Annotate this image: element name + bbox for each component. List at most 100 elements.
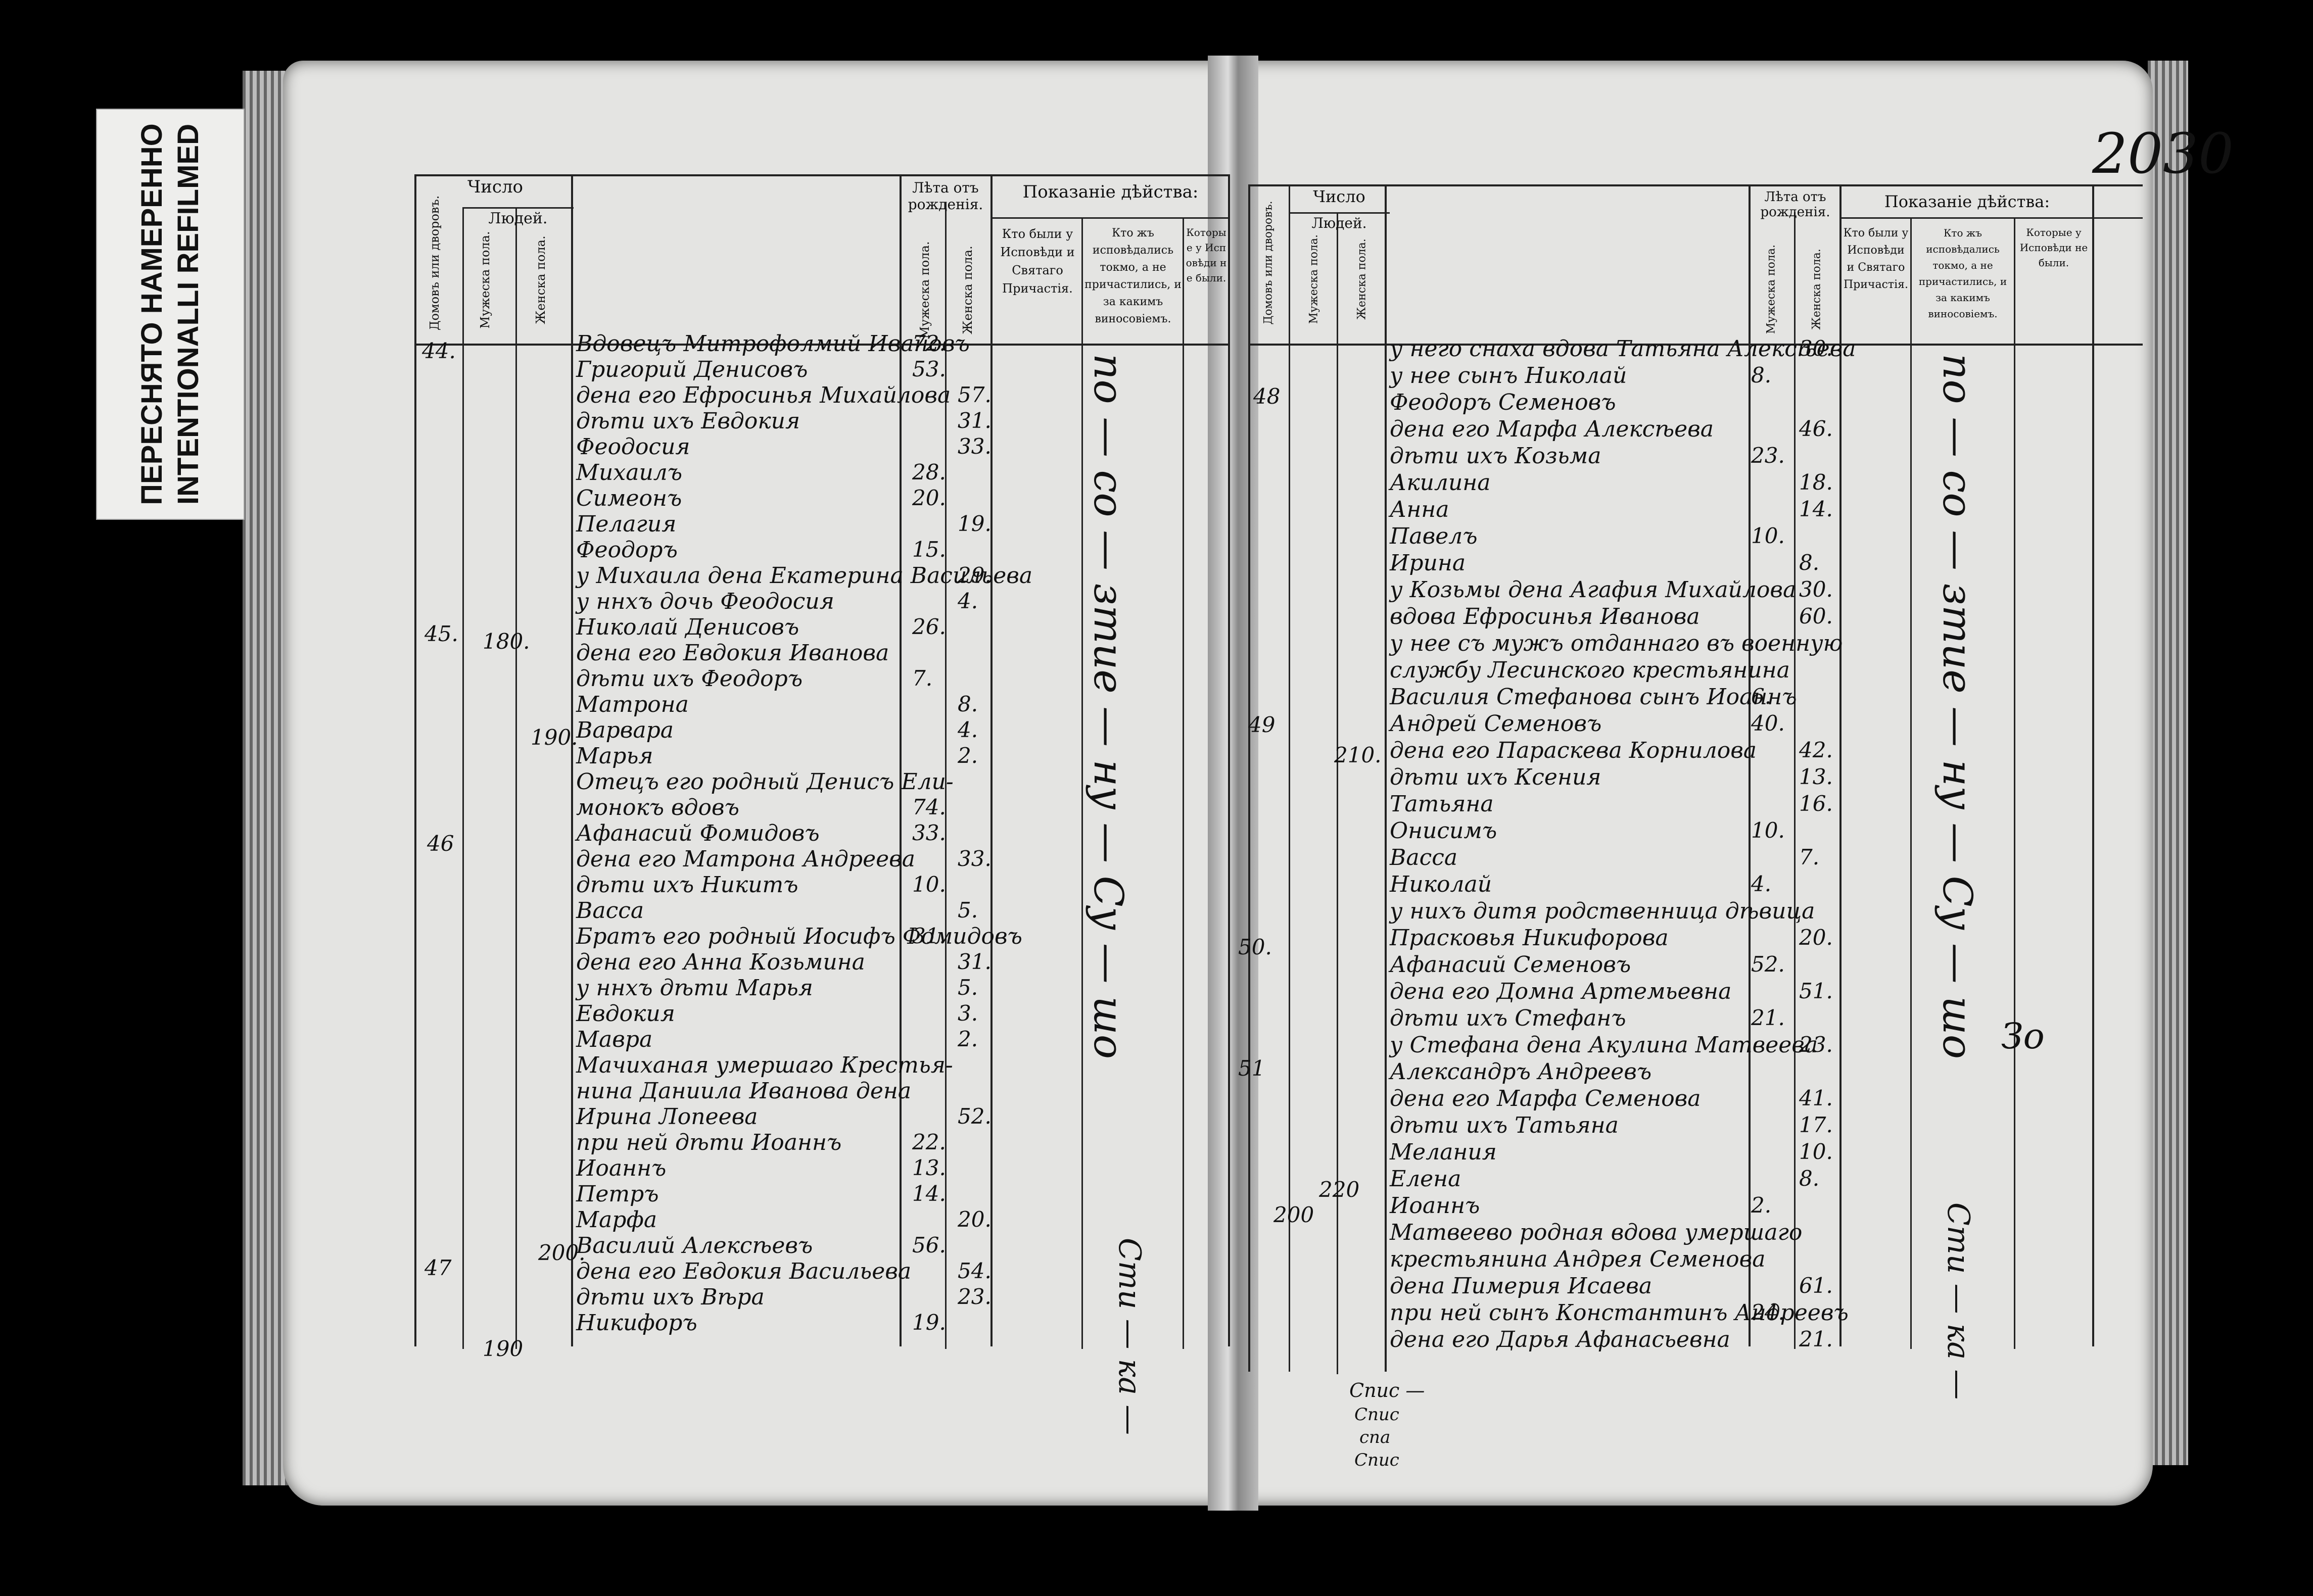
entry-age-female: 41.: [1799, 1086, 1833, 1110]
entry-age-female: 2.: [958, 1027, 978, 1051]
entry-age-female: 23.: [1799, 1032, 1833, 1057]
right-annotation-side: Зо: [2001, 1015, 2045, 1057]
entry-age-male: 31.: [912, 924, 946, 948]
entry-name: Михаилъ: [576, 460, 683, 486]
entry-name: Феодоръ Семеновъ: [1390, 390, 1616, 415]
header-leta-male-right: Мужеска пола.: [1765, 245, 1778, 334]
entry-name: Александръ Андреевъ: [1390, 1059, 1652, 1085]
header-col-were-left: Кто были у Исповѣди и Святаго Причастія.: [1000, 227, 1075, 296]
header-col-were-right: Кто были у Исповѣди и Святаго Причастія.: [1843, 227, 1909, 291]
entry-age-female: 5.: [958, 898, 978, 923]
entry-age-male: 22.: [912, 1130, 946, 1154]
entry-age-male: 26.: [912, 614, 946, 639]
entry-name: Петръ: [576, 1181, 659, 1207]
entry-name: дѣти ихъ Козьма: [1390, 443, 1601, 469]
entry-name: вдова Ефросинья Иванова: [1390, 604, 1700, 630]
entry-age-female: 18.: [1799, 470, 1833, 495]
entry-name: дѣти ихъ Татьяна: [1390, 1113, 1619, 1138]
entry-age-female: 5.: [958, 975, 978, 1000]
entry-name: дѣти ихъ Никитъ: [576, 872, 798, 898]
entry-name: дѣти ихъ Евдокия: [576, 408, 800, 434]
header-col-confessed-right: Кто жъ исповѣдались токмо, а не причасти…: [1918, 227, 2007, 320]
entry-name: Варвара: [576, 717, 674, 743]
archive-label-line1: ПЕРЕСНЯТО НАМЕРЕННО: [135, 123, 168, 505]
entry-name: Николай: [1390, 872, 1492, 897]
entry-name: у нее съ мужъ отданнаго въ военную: [1390, 631, 1843, 656]
entry-age-female: 8.: [1799, 1166, 1820, 1191]
entry-name: Иоаннъ: [576, 1155, 667, 1181]
entry-name: у Козьмы дена Агафия Михайлова: [1390, 577, 1797, 603]
right-people-count: 200: [1273, 1202, 1314, 1227]
left-page: [283, 61, 1233, 1506]
header-male-left: Мужеска пола.: [478, 231, 492, 329]
entry-name: дена его Марфа Семенова: [1390, 1086, 1701, 1111]
entry-name: дена его Домна Артемьевна: [1390, 979, 1732, 1004]
entry-name: дена его Анна Козьмина: [576, 949, 865, 975]
entry-name: Иоаннъ: [1390, 1193, 1480, 1219]
entry-age-female: 20.: [1799, 925, 1833, 950]
archive-label: ПЕРЕСНЯТО НАМЕРЕННО INTENTIONALLI REFILM…: [96, 109, 245, 520]
left-people-count: 190: [483, 1336, 524, 1361]
left-house-number: 44.: [422, 338, 456, 363]
entry-age-male: 4.: [1751, 872, 1772, 896]
entry-age-female: 29.: [958, 563, 992, 588]
entry-name: дѣти ихъ Вѣра: [576, 1284, 765, 1310]
header-domov-right: Домовъ или дворовъ.: [1262, 201, 1275, 325]
entry-name: Николай Денисовъ: [576, 614, 799, 640]
entry-age-female: 4.: [958, 589, 978, 613]
header-pokazanie-right: Показаніе дѣйства:: [1884, 192, 2050, 211]
header-leta-female-right: Женска пола.: [1810, 249, 1823, 330]
entry-name: Онисимъ: [1390, 818, 1497, 844]
entry-name: Мачиханая умершаго Крестья-: [576, 1052, 953, 1078]
entry-age-female: 21.: [1799, 1327, 1833, 1351]
entry-age-male: 74.: [912, 795, 946, 819]
entry-age-female: 2.: [958, 743, 978, 768]
entry-name: Васса: [1390, 845, 1458, 870]
entry-age-female: 52.: [958, 1104, 992, 1129]
entry-age-male: 56.: [912, 1233, 946, 1258]
entry-name: Акилина: [1390, 470, 1491, 496]
right-annotation-confessed: Сти — ка —: [1941, 1202, 1976, 1400]
entry-name: дѣти ихъ Ксения: [1390, 764, 1601, 790]
entry-name: Ирина: [1390, 550, 1466, 576]
entry-age-male: 20.: [912, 486, 946, 510]
entry-name: Афанасий Семеновъ: [1390, 952, 1631, 978]
entry-age-male: 23.: [1751, 443, 1785, 468]
entry-name: Прасковья Никифорова: [1390, 925, 1669, 951]
entry-name: Пелагия: [576, 511, 677, 537]
entry-age-female: 46.: [1799, 416, 1833, 441]
entry-age-female: 8.: [1799, 550, 1820, 575]
entry-name: Василий Алексѣевъ: [576, 1233, 813, 1259]
entry-name: Феодосия: [576, 434, 690, 460]
entry-name: при ней сынъ Константинъ Андреевъ: [1390, 1300, 1849, 1326]
entry-age-female: 8.: [958, 692, 978, 716]
entry-name: нина Даниила Иванова дена: [576, 1078, 912, 1104]
entry-age-male: 19.: [912, 1310, 946, 1335]
entry-name: Феодоръ: [576, 537, 678, 563]
entry-name: Андрей Семеновъ: [1390, 711, 1602, 737]
entry-name: службу Лесинского крестьянина: [1390, 657, 1790, 683]
entry-age-female: 16.: [1799, 791, 1833, 816]
entry-name: Анна: [1390, 497, 1449, 522]
entry-name: дена Пимерия Исаева: [1390, 1273, 1653, 1299]
left-people-count: 200.: [538, 1240, 586, 1265]
entry-age-female: 57.: [958, 382, 992, 407]
entry-name: Марья: [576, 743, 653, 769]
entry-name: Мавра: [576, 1027, 653, 1052]
entry-age-female: 20.: [958, 1207, 992, 1232]
entry-name: у нее сынъ Николай: [1390, 363, 1627, 389]
entry-name: при ней дѣти Иоаннъ: [576, 1130, 842, 1155]
right-annotation-were: по — со — зтие — ну — Су — шо: [1934, 354, 1981, 1059]
header-male-right: Мужеска пола.: [1307, 234, 1320, 324]
entry-name: у ннхъ дочь Феодосия: [576, 589, 834, 614]
entry-name: у ннхъ дѣти Марья: [576, 975, 813, 1001]
header-leta-male-left: Мужеска пола.: [918, 241, 932, 339]
entry-age-female: 30.: [1799, 336, 1833, 361]
left-annotation-were: по — со — зтие — ну — Су — шо: [1085, 354, 1132, 1059]
entry-age-female: 33.: [958, 846, 992, 871]
entry-age-male: 15.: [912, 537, 946, 562]
entry-name: дена его Параскева Корнилова: [1390, 738, 1757, 763]
entry-age-male: 72.: [912, 331, 946, 356]
left-house-number: 47: [424, 1255, 452, 1280]
entry-age-female: 31.: [958, 949, 992, 974]
